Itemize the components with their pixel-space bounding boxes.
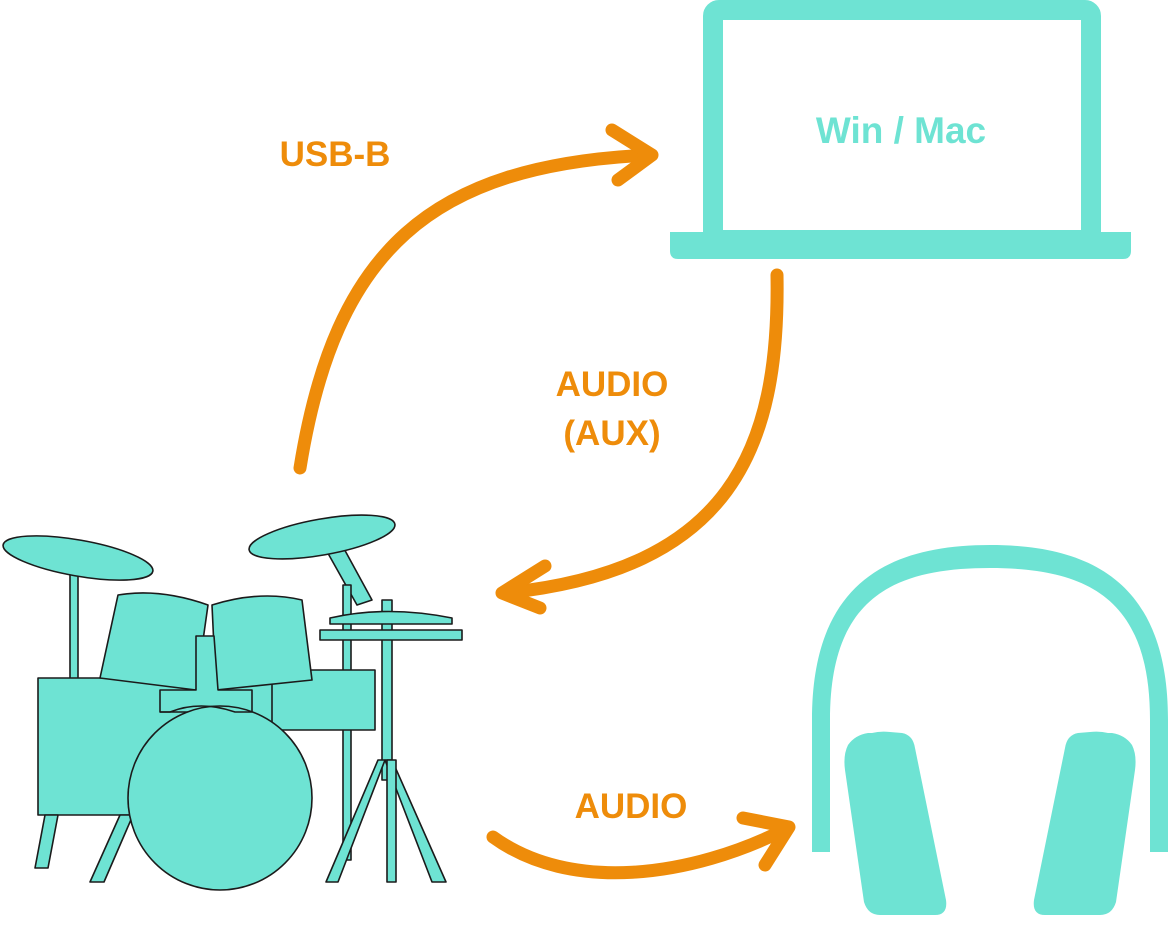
aux-arrow xyxy=(495,268,784,615)
aux-label-line1: AUDIO xyxy=(556,365,669,404)
laptop-icon xyxy=(670,0,1131,259)
aux-label-line2: (AUX) xyxy=(563,414,660,453)
headphones-icon xyxy=(812,545,1168,915)
ride-cymbal xyxy=(248,514,396,560)
bass-drum-head xyxy=(127,705,313,891)
tom-left xyxy=(99,592,209,691)
tom-right xyxy=(211,595,313,691)
crash-stand xyxy=(69,567,79,681)
crash-cymbal-left xyxy=(2,535,154,581)
usb-arrow xyxy=(293,123,659,475)
audio-label: AUDIO xyxy=(575,787,688,826)
hihat-cymbals xyxy=(319,629,463,641)
computer-label: Win / Mac xyxy=(816,110,986,151)
hihat-rod xyxy=(381,599,393,781)
usb-label: USB-B xyxy=(280,135,391,174)
drum-kit-icon xyxy=(2,514,463,891)
audio-arrow xyxy=(486,811,796,880)
